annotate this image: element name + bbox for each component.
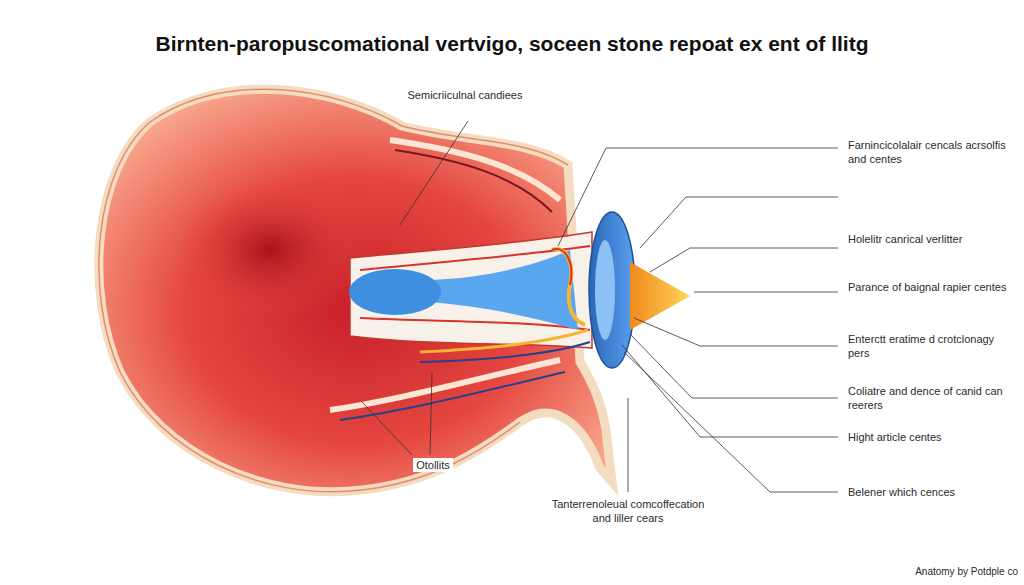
leader-line	[650, 248, 838, 272]
part-label: Tanterrenoleual comcoffecation and lille…	[550, 497, 706, 525]
leader-line	[362, 402, 412, 455]
diagram-title: Birnten-paropuscomational vertvigo, soce…	[0, 32, 1024, 56]
leader-line	[400, 121, 468, 225]
part-label: Otollits	[413, 458, 453, 472]
ear-canal	[350, 232, 592, 348]
part-label: Semicriiculnal candiees	[405, 88, 525, 102]
ear-drum	[589, 212, 635, 368]
watermark: Anatomy by Potdple co	[915, 565, 1018, 579]
part-label: Belener which cences	[848, 485, 1008, 499]
part-label: Parance of baignal rapier centes	[848, 280, 1008, 294]
ear-hollow	[175, 180, 365, 320]
part-label: Farnincicolalair cencals acrsolfis and c…	[848, 138, 1008, 166]
leader-lines	[362, 121, 838, 492]
ossicle	[552, 249, 585, 325]
leader-line	[630, 334, 838, 398]
lower-canal-line	[340, 372, 565, 420]
leader-line	[622, 345, 838, 437]
canal-tube	[430, 250, 578, 330]
ear-drum-inner	[595, 240, 615, 340]
leader-line	[624, 352, 838, 492]
canal-blob	[349, 269, 441, 315]
ossicle-edge	[552, 249, 571, 285]
part-label: Holelitr canrical verlitter	[848, 232, 1008, 246]
part-label: Coliatre and dence of canid can reerers	[848, 384, 1008, 412]
leader-line	[634, 318, 838, 346]
leader-line	[628, 398, 629, 492]
lower-canal	[330, 360, 560, 410]
leader-line	[640, 197, 838, 248]
part-label: Hight article centes	[848, 430, 1008, 444]
outer-ear	[99, 89, 612, 492]
leader-line	[694, 292, 838, 293]
part-label: Enterctt eratime d crotclonagy pers	[848, 332, 1008, 360]
upper-canal-line	[395, 150, 552, 212]
leader-line	[430, 372, 432, 455]
canal-blue-line	[420, 342, 590, 362]
upper-canal	[390, 140, 560, 200]
